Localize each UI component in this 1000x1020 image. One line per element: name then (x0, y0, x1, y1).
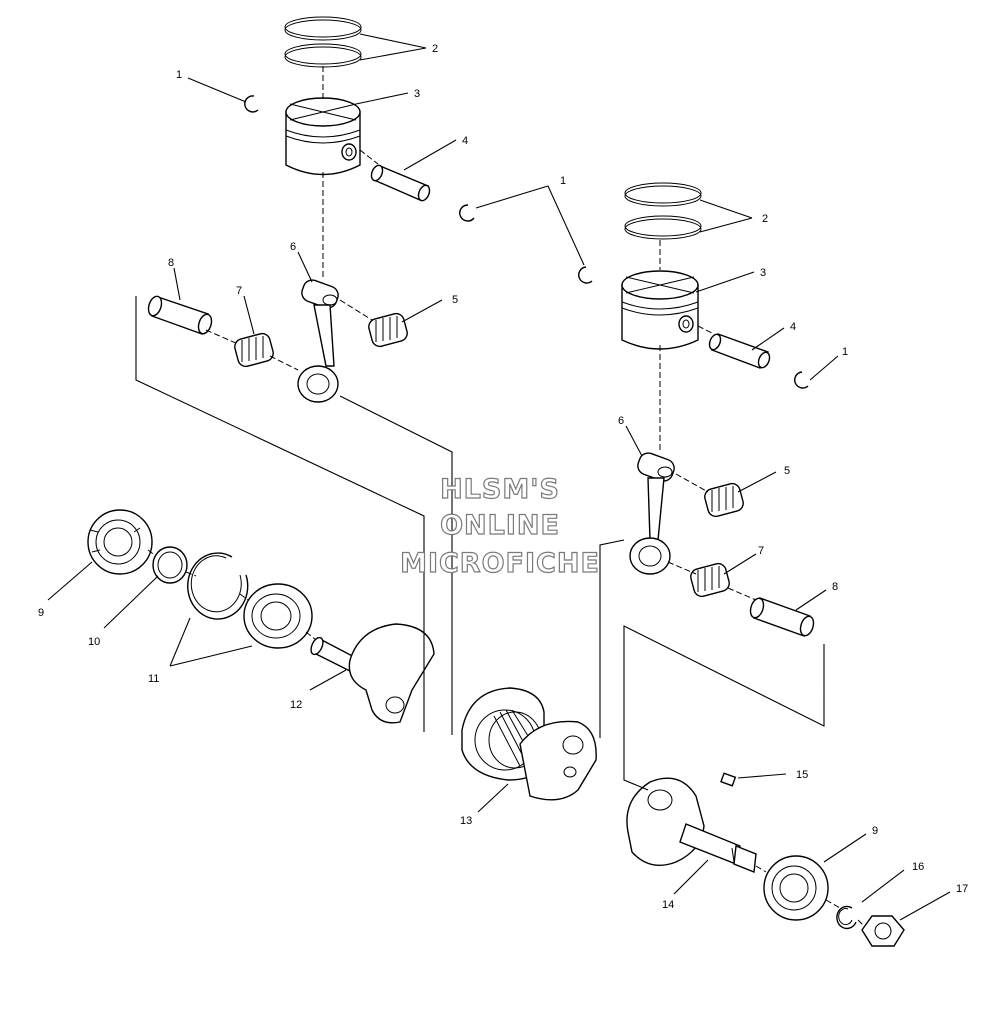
piston-right (621, 270, 699, 350)
piston-rings-left (284, 16, 362, 68)
callout-9: 9 (872, 825, 878, 837)
callout-7: 7 (236, 285, 242, 297)
watermark-line-1: HLSM'S (440, 474, 560, 505)
needle-bearing-left-7 (234, 332, 274, 368)
main-bearing-11 (243, 583, 313, 649)
main-bearing-right (763, 855, 829, 921)
needle-bearing-right-5 (704, 482, 744, 518)
callout-7: 7 (758, 545, 764, 557)
crank-center-13 (461, 687, 597, 801)
callout-5: 5 (452, 294, 458, 306)
callout-8: 8 (832, 581, 838, 593)
piston-rings-right (624, 182, 702, 240)
callout-2: 2 (432, 43, 438, 55)
assembly-lines (135, 66, 865, 927)
circlip-left-2 (459, 204, 475, 222)
callout-17: 17 (956, 883, 968, 895)
lock-washer-16 (836, 905, 857, 930)
snap-ring-11 (187, 552, 249, 620)
callout-labels: 1 2 3 4 1 6 8 7 5 2 3 4 1 6 5 7 8 9 10 1… (38, 43, 968, 911)
callout-3: 3 (760, 267, 766, 279)
woodruff-key-15 (720, 772, 737, 787)
leader-lines (47, 33, 951, 921)
callout-14: 14 (662, 899, 674, 911)
callout-2: 2 (762, 213, 768, 225)
callout-1: 1 (560, 175, 566, 187)
watermark: HLSM'S ONLINE MICROFICHE (399, 473, 600, 579)
circlip-left-1 (244, 95, 259, 113)
needle-bearing-right-7 (690, 562, 730, 598)
callout-8: 8 (168, 257, 174, 269)
piston-pin-right (708, 333, 771, 369)
callout-9: 9 (38, 607, 44, 619)
callout-15: 15 (796, 769, 808, 781)
callout-5: 5 (784, 465, 790, 477)
watermark-line-2: ONLINE (440, 510, 560, 541)
nut-17 (861, 915, 905, 947)
crank-pin-left (147, 295, 213, 335)
circlip-right-1 (578, 266, 593, 284)
callout-6: 6 (290, 241, 296, 253)
connecting-rod-right (629, 452, 675, 575)
retaining-ring-10 (152, 546, 188, 584)
callout-4: 4 (790, 321, 796, 333)
main-bearing-left (87, 509, 153, 575)
callout-12: 12 (290, 699, 302, 711)
needle-bearing-left-5 (368, 312, 408, 348)
crank-half-12 (310, 623, 435, 724)
crank-pin-right (749, 597, 815, 637)
callout-3: 3 (414, 88, 420, 100)
callout-16: 16 (912, 861, 924, 873)
crank-half-14 (626, 777, 757, 873)
callout-11: 11 (148, 673, 159, 685)
connecting-rod-left (297, 279, 339, 403)
callout-1: 1 (176, 69, 182, 81)
piston-pin-left (370, 164, 431, 202)
callout-6: 6 (618, 415, 624, 427)
callout-10: 10 (88, 636, 100, 648)
piston-left (285, 97, 361, 176)
callout-13: 13 (460, 815, 472, 827)
callout-1: 1 (842, 346, 848, 358)
callout-4: 4 (462, 135, 468, 147)
watermark-line-3: MICROFICHE (400, 548, 600, 579)
circlip-right-2 (794, 371, 809, 389)
